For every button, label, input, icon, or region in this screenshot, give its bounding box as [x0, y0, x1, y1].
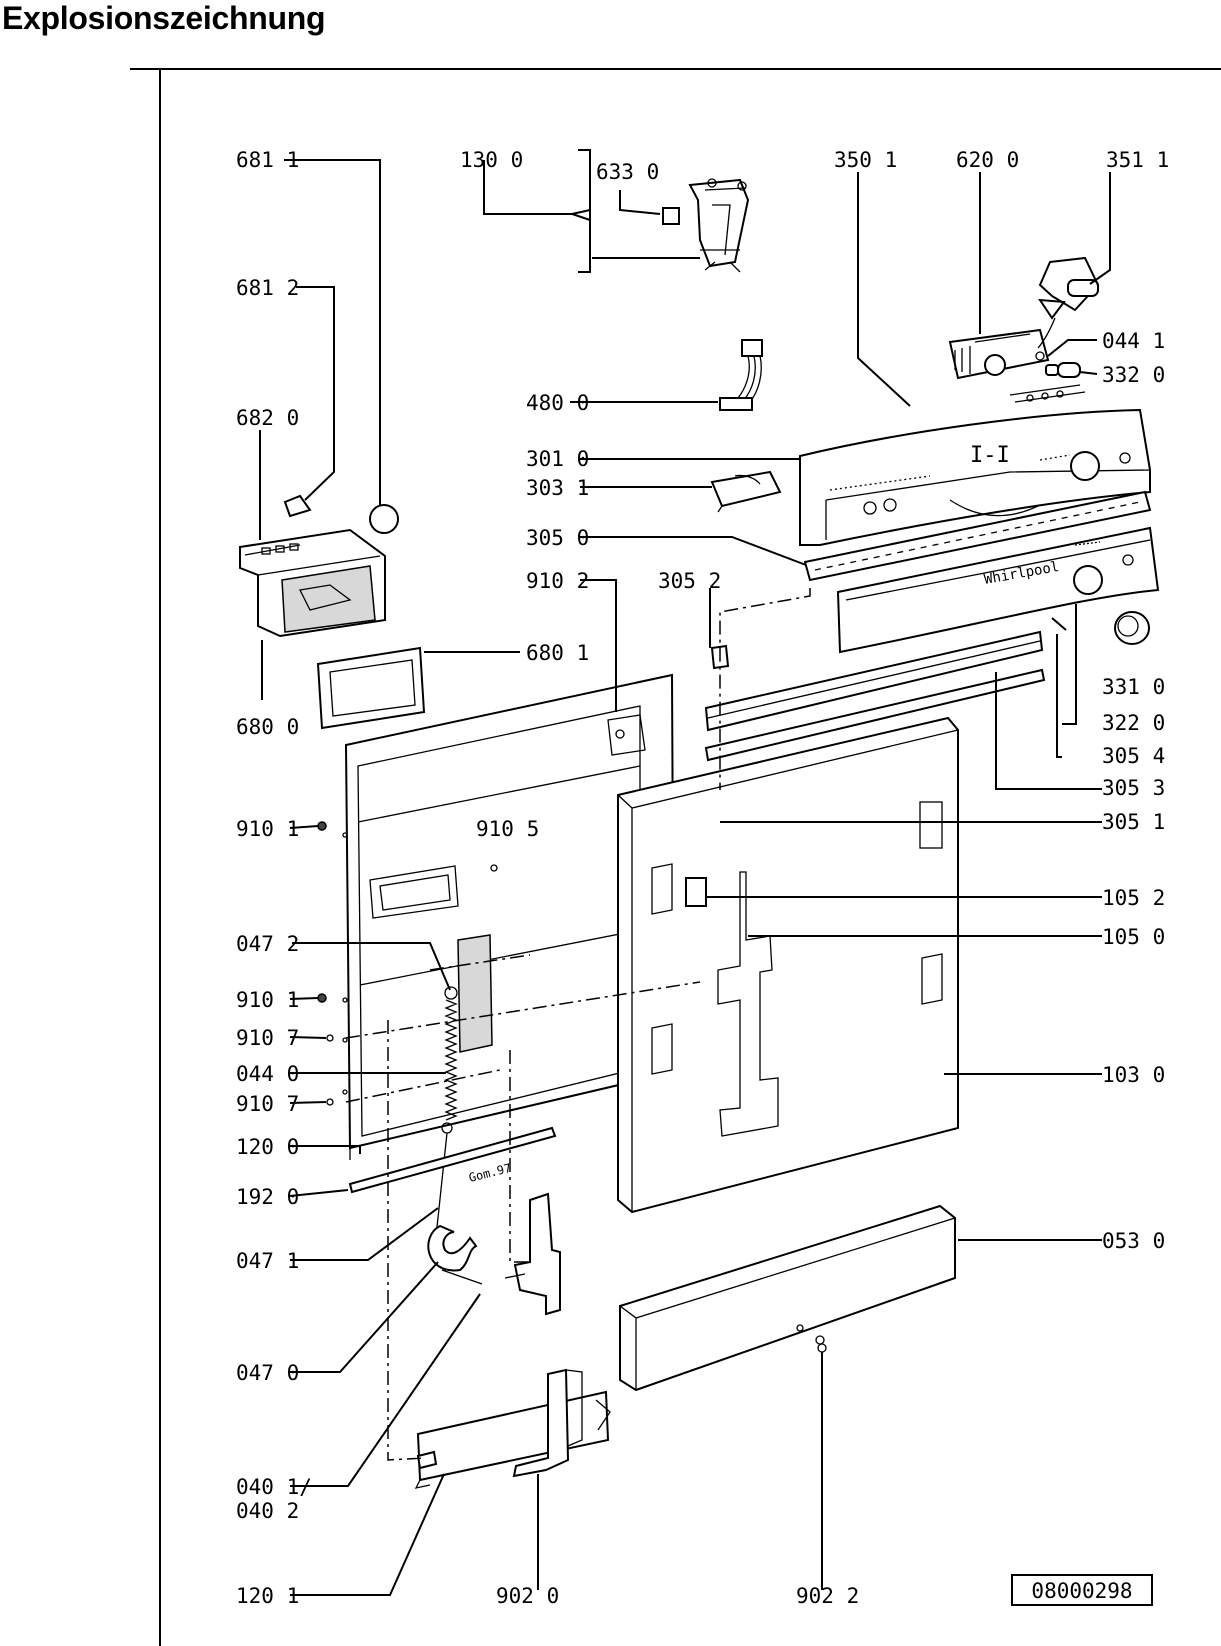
fascia-strip-drawing: [803, 490, 1152, 582]
part-labels: 681 1 130 0 633 0 350 1 620 0 351 1 681 …: [236, 148, 1169, 1608]
gasket-drawing: [316, 646, 426, 730]
part-label-322-0: 322 0: [1102, 711, 1165, 735]
cable-harness-drawing: [719, 339, 763, 411]
part-label-910-2: 910 2: [526, 569, 589, 593]
part-label-120-1: 120 1: [236, 1584, 299, 1608]
part-label-040-2: 040 2: [236, 1499, 299, 1523]
front-fascia-drawing: Whirlpool: [836, 526, 1160, 654]
page-title: Explosionszeichnung: [2, 0, 326, 36]
part-label-105-2: 105 2: [1102, 886, 1165, 910]
pulley-drawing: [427, 1224, 483, 1285]
part-label-910-1-top: 910 1: [236, 817, 299, 841]
part-label-047-2: 047 2: [236, 932, 299, 956]
axis-line-screw-1: [345, 981, 701, 1039]
leader-lines: [259, 159, 1111, 1596]
part-label-480-0: 480 0: [526, 391, 589, 415]
part-label-620-0: 620 0: [956, 148, 1019, 172]
part-label-044-0: 044 0: [236, 1062, 299, 1086]
control-panel-drawing: I-I: [799, 408, 1151, 546]
part-label-351-1: 351 1: [1106, 148, 1169, 172]
cover-piece-drawing: [710, 470, 782, 513]
lower-panel-drawing: [619, 1204, 956, 1392]
round-cap-drawing: [369, 504, 399, 534]
axis-line-spring: [429, 954, 531, 971]
part-label-120-0: 120 0: [236, 1135, 299, 1159]
part-label-633-0: 633 0: [596, 160, 659, 184]
part-label-040-1: 040 1/: [236, 1475, 312, 1499]
support-bracket-drawing: [512, 1368, 583, 1478]
part-label-305-3: 305 3: [1102, 776, 1165, 800]
part-label-910-7-bottom: 910 7: [236, 1092, 299, 1116]
axis-line-clip: [719, 588, 811, 790]
part-label-910-1-middle: 910 1: [236, 988, 299, 1012]
drawing-number: 08000298: [1031, 1579, 1132, 1603]
part-label-103-0: 103 0: [1102, 1063, 1165, 1087]
axis-line-middle: [509, 1050, 530, 1263]
screw-910-5: [490, 864, 498, 872]
part-label-681-2: 681 2: [236, 276, 299, 300]
screw-910-1a: [317, 821, 327, 831]
knob-drawing: [1114, 611, 1150, 645]
svg-text:I-I: I-I: [970, 443, 1010, 468]
program-selector-drawing: [948, 256, 1100, 403]
part-label-305-1: 305 1: [1102, 810, 1165, 834]
hinge-bracket-drawing: [504, 1192, 561, 1316]
axis-line-left: [387, 1020, 427, 1461]
outer-door-drawing: [617, 716, 959, 1214]
part-label-682-0: 682 0: [236, 406, 299, 430]
part-label-305-0: 305 0: [526, 526, 589, 550]
part-label-332-0: 332 0: [1102, 363, 1165, 387]
screw-910-1b: [317, 993, 327, 1003]
rail-drawing: [704, 630, 1046, 762]
part-label-047-1: 047 1: [236, 1249, 299, 1273]
part-label-910-7-top: 910 7: [236, 1026, 299, 1050]
screw-910-7b: [326, 1098, 334, 1106]
dispenser-drawing: [239, 528, 386, 638]
bottom-strip-drawing: Gom.97: [348, 1126, 557, 1194]
part-label-044-1: 044 1: [1102, 329, 1165, 353]
part-label-902-0: 902 0: [496, 1584, 559, 1608]
part-label-305-4: 305 4: [1102, 744, 1165, 768]
part-label-303-1: 303 1: [526, 476, 589, 500]
part-label-301-0: 301 0: [526, 447, 589, 471]
part-label-047-0: 047 0: [236, 1361, 299, 1385]
part-label-902-2: 902 2: [796, 1584, 859, 1608]
part-label-192-0: 192 0: [236, 1185, 299, 1209]
part-label-680-1: 680 1: [526, 641, 589, 665]
small-part-drawing: [283, 494, 312, 518]
part-label-680-0: 680 0: [236, 715, 299, 739]
part-label-681-1: 681 1: [236, 148, 299, 172]
part-label-130-0: 130 0: [460, 148, 523, 172]
part-label-350-1: 350 1: [834, 148, 897, 172]
hinge-assembly-drawing: [568, 149, 750, 273]
part-label-105-0: 105 0: [1102, 925, 1165, 949]
svg-text:Gom.97: Gom.97: [467, 1161, 512, 1185]
part-label-331-0: 331 0: [1102, 675, 1165, 699]
inner-door-drawing: [342, 673, 676, 1160]
part-label-053-0: 053 0: [1102, 1229, 1165, 1253]
part-label-910-5: 910 5: [476, 817, 539, 841]
screw-902-2: [815, 1335, 827, 1353]
part-label-305-2: 305 2: [658, 569, 721, 593]
screw-910-7a: [326, 1034, 334, 1042]
drawing-number-box: 08000298: [1011, 1574, 1153, 1606]
